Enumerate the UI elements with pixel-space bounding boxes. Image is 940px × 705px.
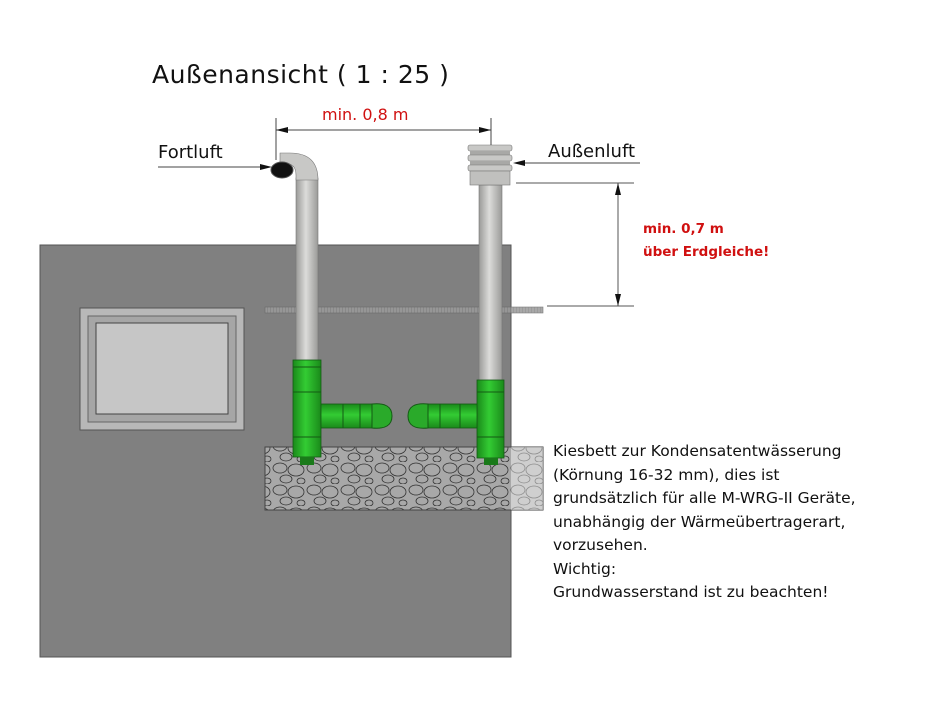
ground-level-line	[264, 306, 544, 314]
exhaust-condensate-fitting	[292, 359, 393, 465]
intake-condensate-fitting	[407, 379, 505, 465]
exhaust-leader-arrow	[158, 164, 272, 170]
note-line: (Körnung 16-32 mm), dies ist	[553, 465, 780, 484]
intake-leader-arrow	[513, 160, 640, 166]
height-dimension-line	[516, 182, 634, 307]
exhaust-pipe	[270, 152, 319, 364]
note-line: vorzusehen.	[553, 536, 648, 554]
note-line: grundsätzlich für alle M-WRG-II Geräte,	[553, 489, 856, 507]
exhaust-opening	[270, 161, 294, 179]
window	[79, 307, 245, 431]
note-line: Grundwasserstand ist zu beachten!	[553, 583, 829, 601]
intake-weather-cap	[467, 144, 513, 186]
note-line: unabhängig der Wärmeübertragerart,	[553, 512, 846, 531]
height-dimension-label: min. 0,7 m	[643, 221, 724, 237]
spacing-dimension-label: min. 0,8 m	[322, 105, 409, 124]
spacing-dimension-line	[275, 118, 492, 160]
page-title: Außenansicht ( 1 : 25 )	[152, 60, 450, 89]
note-line: Wichtig:	[553, 559, 617, 578]
intake-label: Außenluft	[548, 141, 636, 162]
gravel-note: Kiesbett zur Kondensatentwässerung (Körn…	[553, 440, 856, 605]
height-dimension-note: über Erdgleiche!	[643, 244, 770, 260]
intake-pipe	[467, 144, 513, 386]
exhaust-label: Fortluft	[158, 142, 223, 163]
note-line: Kiesbett zur Kondensatentwässerung	[553, 442, 842, 460]
